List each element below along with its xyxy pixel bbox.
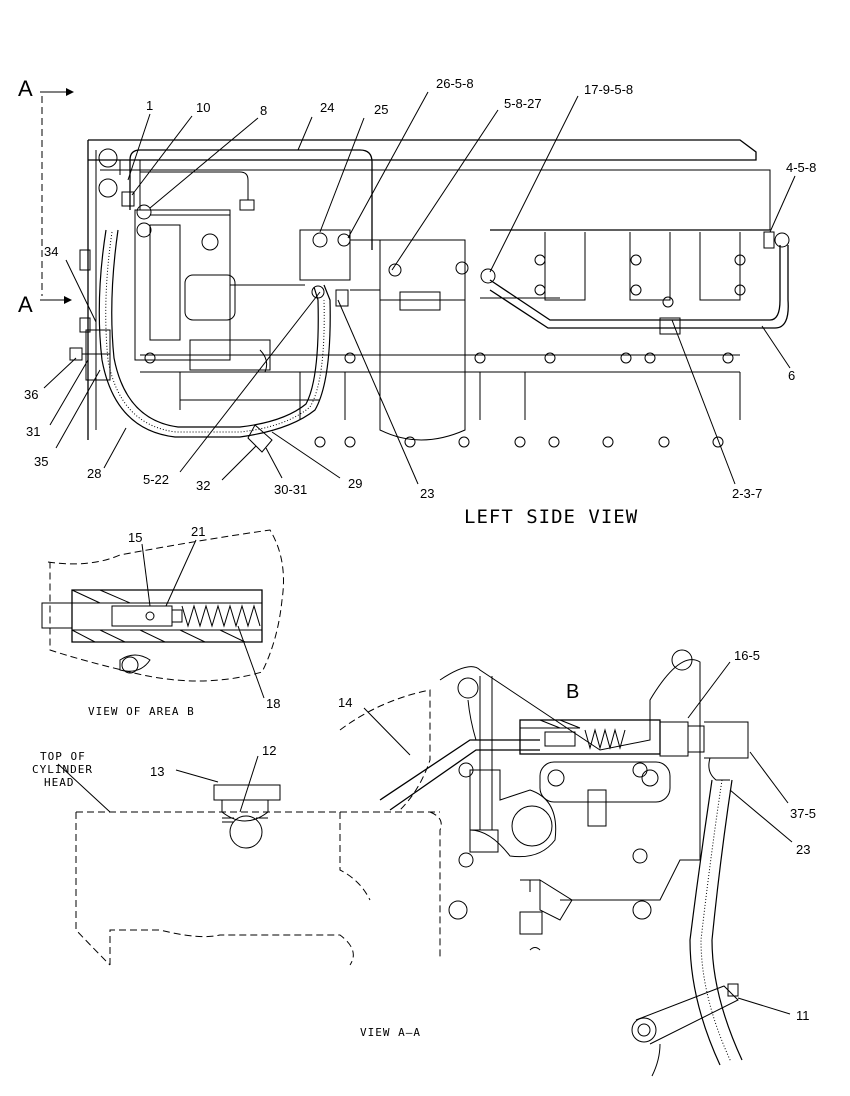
view-area-b-title: VIEW OF AREA B [88, 705, 195, 718]
rail-bosses [534, 232, 746, 308]
callout-18: 18 [266, 696, 280, 711]
callout-6: 6 [788, 368, 795, 383]
callout-23-bottom: 23 [796, 842, 810, 857]
callout-28: 28 [87, 466, 101, 481]
callout-16-5: 16-5 [734, 648, 760, 663]
callout-15: 15 [128, 530, 142, 545]
callout-36: 36 [24, 387, 38, 402]
callout-31: 31 [26, 424, 40, 439]
callout-26-5-8: 26-5-8 [436, 76, 474, 91]
section-indicator: A A [18, 76, 74, 317]
lower-bosses [144, 352, 734, 448]
callout-32: 32 [196, 478, 210, 493]
callout-5-8-27: 5-8-27 [504, 96, 542, 111]
callout-24: 24 [320, 100, 334, 115]
area-b-letter: B [566, 681, 579, 703]
callout-4-5-8: 4-5-8 [786, 160, 816, 175]
callout-29: 29 [348, 476, 362, 491]
section-letter-bottom: A [18, 292, 33, 317]
callout-21: 21 [191, 524, 205, 539]
callout-8: 8 [260, 103, 267, 118]
callout-30-31: 30-31 [274, 482, 307, 497]
view-area-b-drawing [41, 529, 284, 682]
callout-5-22: 5-22 [143, 472, 169, 487]
left-side-view-drawing [69, 139, 790, 453]
top-of-cylinder-head-line2: CYLINDER [32, 763, 93, 776]
section-letter-top: A [18, 76, 33, 101]
callout-34: 34 [44, 244, 58, 259]
leader-lines-top [43, 91, 796, 485]
callout-25: 25 [374, 102, 388, 117]
top-of-cylinder-head-line3: HEAD [44, 776, 75, 789]
left-side-view-title: LEFT SIDE VIEW [464, 506, 638, 528]
view-a-a-drawing [75, 649, 749, 1077]
callout-1: 1 [146, 98, 153, 113]
callout-35: 35 [34, 454, 48, 469]
callout-2-3-7: 2-3-7 [732, 486, 762, 501]
callout-11: 11 [796, 1008, 810, 1023]
callout-10: 10 [196, 100, 210, 115]
callout-37-5: 37-5 [790, 806, 816, 821]
callout-13: 13 [150, 764, 164, 779]
callout-14: 14 [338, 695, 352, 710]
callout-12: 12 [262, 743, 276, 758]
callout-23-top: 23 [420, 486, 434, 501]
top-of-cylinder-head-line1: TOP OF [40, 750, 86, 763]
callout-17-9-5-8: 17-9-5-8 [584, 82, 633, 97]
view-a-a-title: VIEW A—A [360, 1026, 421, 1039]
